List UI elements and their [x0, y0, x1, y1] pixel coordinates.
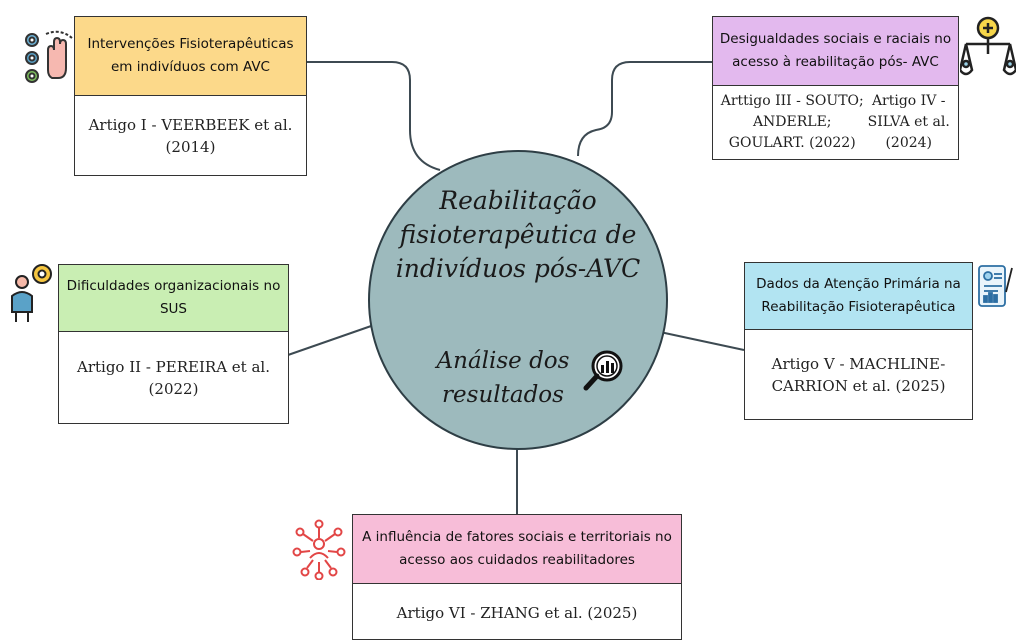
card-heading-inequalities: Desigualdades sociais e raciais no acess… — [712, 16, 959, 86]
person-gear-icon — [11, 264, 52, 322]
card-body-territorial: Artigo VI - ZHANG et al. (2025) — [353, 584, 681, 642]
topic-card-sus: Dificuldades organizacionais no SUS Arti… — [58, 264, 289, 424]
card-heading-sus: Dificuldades organizacionais no SUS — [58, 264, 289, 332]
reference-line: Artigo IV - SILVA et al. (2024) — [867, 93, 950, 151]
reference-line: Arttigo III - SOUTO; ANDERLE; GOULART. (… — [720, 93, 864, 151]
connector-n2 — [577, 61, 712, 157]
reference-line: Artigo VI - ZHANG et al. (2025) — [396, 604, 638, 622]
topic-card-inequalities: Desigualdades sociais e raciais no acess… — [712, 16, 959, 160]
topic-card-territorial: A influência de fatores sociais e territ… — [352, 514, 682, 640]
connector-n3 — [287, 324, 375, 356]
connector-n1 — [306, 61, 441, 171]
data-report-icon — [978, 265, 1013, 307]
topic-card-primary-care: Dados da Atenção Primária na Reabilitaçã… — [744, 262, 973, 420]
gears-hand-icon — [25, 30, 73, 83]
topic-card-interventions: Intervenções Fisioterapêuticas em indiví… — [74, 16, 307, 176]
reference-line: Artigo II - PEREIRA et al. (2022) — [77, 357, 270, 398]
reference-line: Artigo I - VEERBEEK et al. (2014) — [88, 115, 293, 156]
card-heading-interventions: Intervenções Fisioterapêuticas em indiví… — [74, 16, 307, 96]
card-body-sus: Artigo II - PEREIRA et al. (2022) — [59, 332, 288, 423]
card-heading-primary-care: Dados da Atenção Primária na Reabilitaçã… — [744, 262, 973, 330]
card-body-inequalities: Arttigo III - SOUTO; ANDERLE; GOULART. (… — [713, 86, 958, 159]
balance-scale-people-icon — [960, 16, 1016, 76]
network-people-icon — [292, 519, 346, 580]
central-topic-subtitle: Análise dos resultados — [436, 348, 570, 408]
card-heading-territorial: A influência de fatores sociais e territ… — [352, 514, 682, 584]
central-topic: Reabilitação fisioterapêutica de indivíd… — [368, 150, 668, 450]
connector-n4 — [659, 331, 745, 351]
reference-line: Artigo V - MACHLINE-CARRION et al. (2025… — [771, 354, 946, 395]
card-body-primary-care: Artigo V - MACHLINE-CARRION et al. (2025… — [745, 330, 972, 419]
magnifier-chart-icon — [583, 350, 623, 391]
card-body-interventions: Artigo I - VEERBEEK et al. (2014) — [75, 96, 306, 175]
central-topic-title: Reabilitação fisioterapêutica de indivíd… — [395, 186, 641, 283]
